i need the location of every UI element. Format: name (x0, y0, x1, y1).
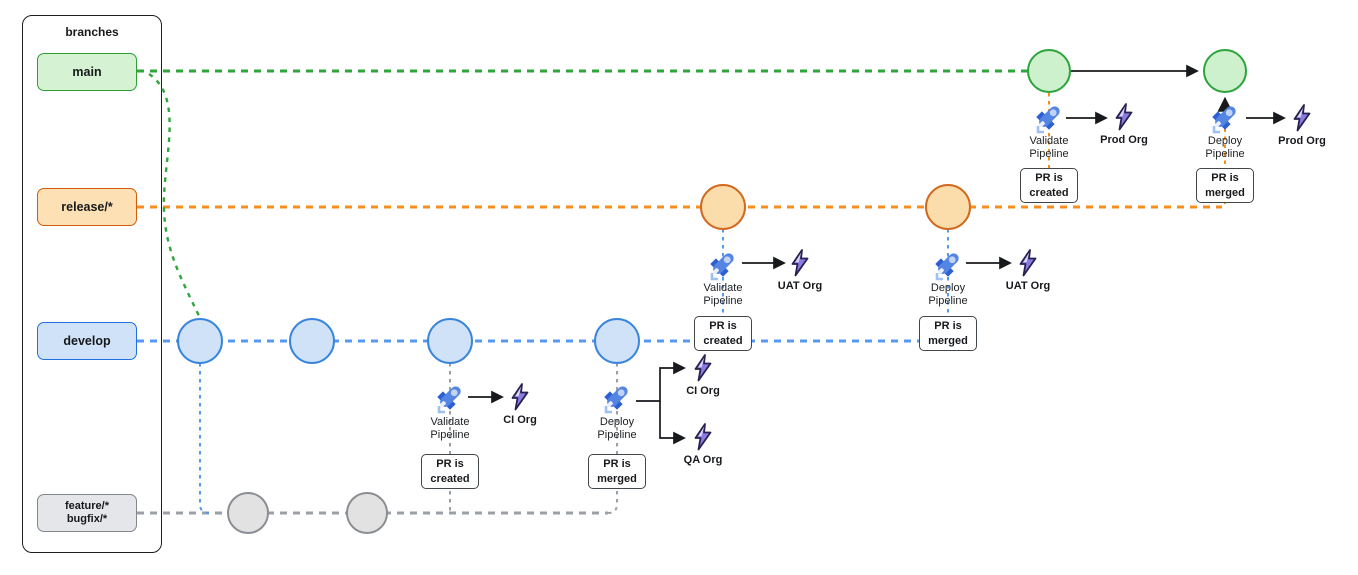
commit-node-release-2 (925, 184, 971, 230)
pr-event-box: PR is merged (919, 316, 977, 352)
org-target: Prod Org (1267, 104, 1337, 147)
deploy-to-qa-arrow (659, 401, 686, 445)
org-target: CI Org (485, 383, 555, 426)
org-target: UAT Org (765, 249, 835, 292)
lightning-bolt-icon (694, 354, 712, 382)
commit-node-release-1 (700, 184, 746, 230)
pipeline-label: Deploy Pipeline (1205, 135, 1245, 161)
org-target: QA Org (668, 423, 738, 466)
pr-event-box: PR is created (421, 454, 479, 490)
branch-legend-panel (22, 15, 162, 553)
pipeline-label: Validate Pipeline (1029, 135, 1069, 161)
pipeline-label: Validate Pipeline (703, 282, 743, 308)
pr-event-box: PR is merged (1196, 168, 1254, 204)
commit-node-main-1 (1027, 49, 1071, 93)
rocket-icon (930, 248, 966, 289)
org-label: Prod Org (1100, 134, 1148, 146)
feature-pr-merged-connector (607, 363, 618, 514)
pr-event-box: PR is created (694, 316, 752, 352)
org-label: CI Org (686, 385, 720, 397)
org-label: UAT Org (1005, 280, 1051, 292)
lightning-bolt-icon (511, 383, 529, 411)
rocket-icon (599, 381, 635, 422)
commit-node-feature-1 (227, 492, 269, 534)
commit-node-develop-4 (594, 318, 640, 364)
lightning-bolt-icon (1115, 103, 1133, 131)
commit-node-develop-2 (289, 318, 335, 364)
org-label: UAT Org (777, 280, 823, 292)
develop-to-feature-branch-connector (199, 363, 210, 514)
commit-node-develop-1 (177, 318, 223, 364)
legend-title: branches (65, 25, 119, 39)
pipeline-label: Validate Pipeline (430, 416, 470, 442)
org-target: Prod Org (1089, 103, 1159, 146)
commit-node-feature-2 (346, 492, 388, 534)
org-label: QA Org (683, 454, 723, 466)
lightning-bolt-icon (694, 423, 712, 451)
rocket-icon (705, 248, 741, 289)
branch-label-feature: feature/* bugfix/* (37, 494, 137, 532)
org-label: CI Org (503, 414, 537, 426)
commit-node-develop-3 (427, 318, 473, 364)
pipeline-label: Deploy Pipeline (597, 416, 637, 442)
lightning-bolt-icon (791, 249, 809, 277)
pr-event-box: PR is created (1020, 168, 1078, 204)
branch-label-main: main (37, 53, 137, 91)
org-target: UAT Org (993, 249, 1063, 292)
branch-label-release: release/* (37, 188, 137, 226)
org-target: CI Org (668, 354, 738, 397)
commit-node-main-2 (1203, 49, 1247, 93)
pr-event-box: PR is merged (588, 454, 646, 490)
deploy-to-ci-arrow (636, 361, 686, 402)
rocket-icon (432, 381, 468, 422)
pipeline-label: Deploy Pipeline (928, 282, 968, 308)
lightning-bolt-icon (1293, 104, 1311, 132)
branch-label-develop: develop (37, 322, 137, 360)
main-to-develop-branch-curve (148, 73, 202, 319)
rocket-icon (1031, 101, 1067, 142)
lightning-bolt-icon (1019, 249, 1037, 277)
org-label: Prod Org (1278, 135, 1326, 147)
